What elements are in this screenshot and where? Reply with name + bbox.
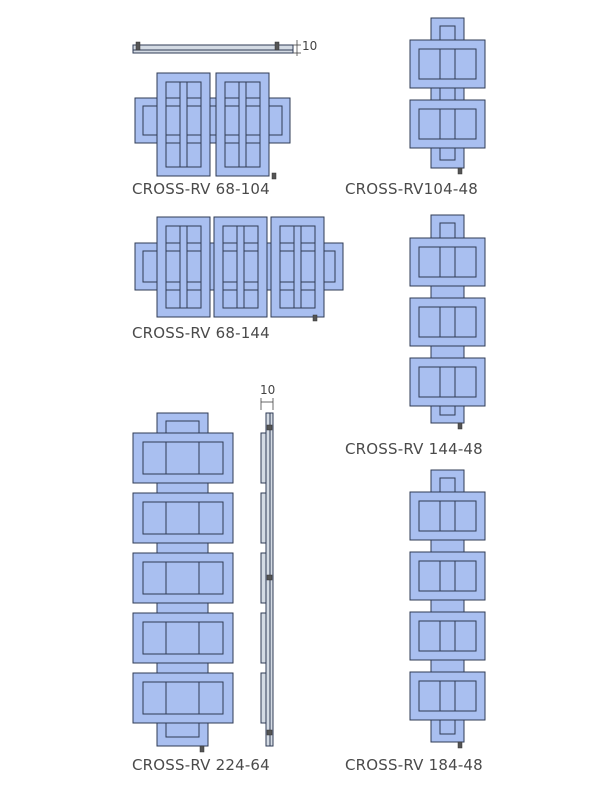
label-68-104: CROSS-RV 68-104 (132, 180, 270, 198)
label-144-48: CROSS-RV 144-48 (345, 440, 483, 458)
radiator-224-64 (132, 412, 234, 753)
label-224-64: CROSS-RV 224-64 (132, 756, 270, 774)
radiator-68-104 (134, 72, 291, 180)
top-view-68-104 (132, 40, 301, 56)
radiator-104-48 (409, 17, 486, 175)
side-depth-dimension: 10 (260, 383, 276, 397)
radiator-184-48 (409, 469, 486, 749)
label-104-48: CROSS-RV104-48 (345, 180, 478, 198)
top-depth-dimension: 10 (302, 39, 318, 53)
label-68-144: CROSS-RV 68-144 (132, 324, 270, 342)
radiator-68-144 (134, 216, 344, 322)
label-184-48: CROSS-RV 184-48 (345, 756, 483, 774)
side-view-224-64 (260, 398, 274, 747)
radiator-144-48 (409, 214, 486, 430)
